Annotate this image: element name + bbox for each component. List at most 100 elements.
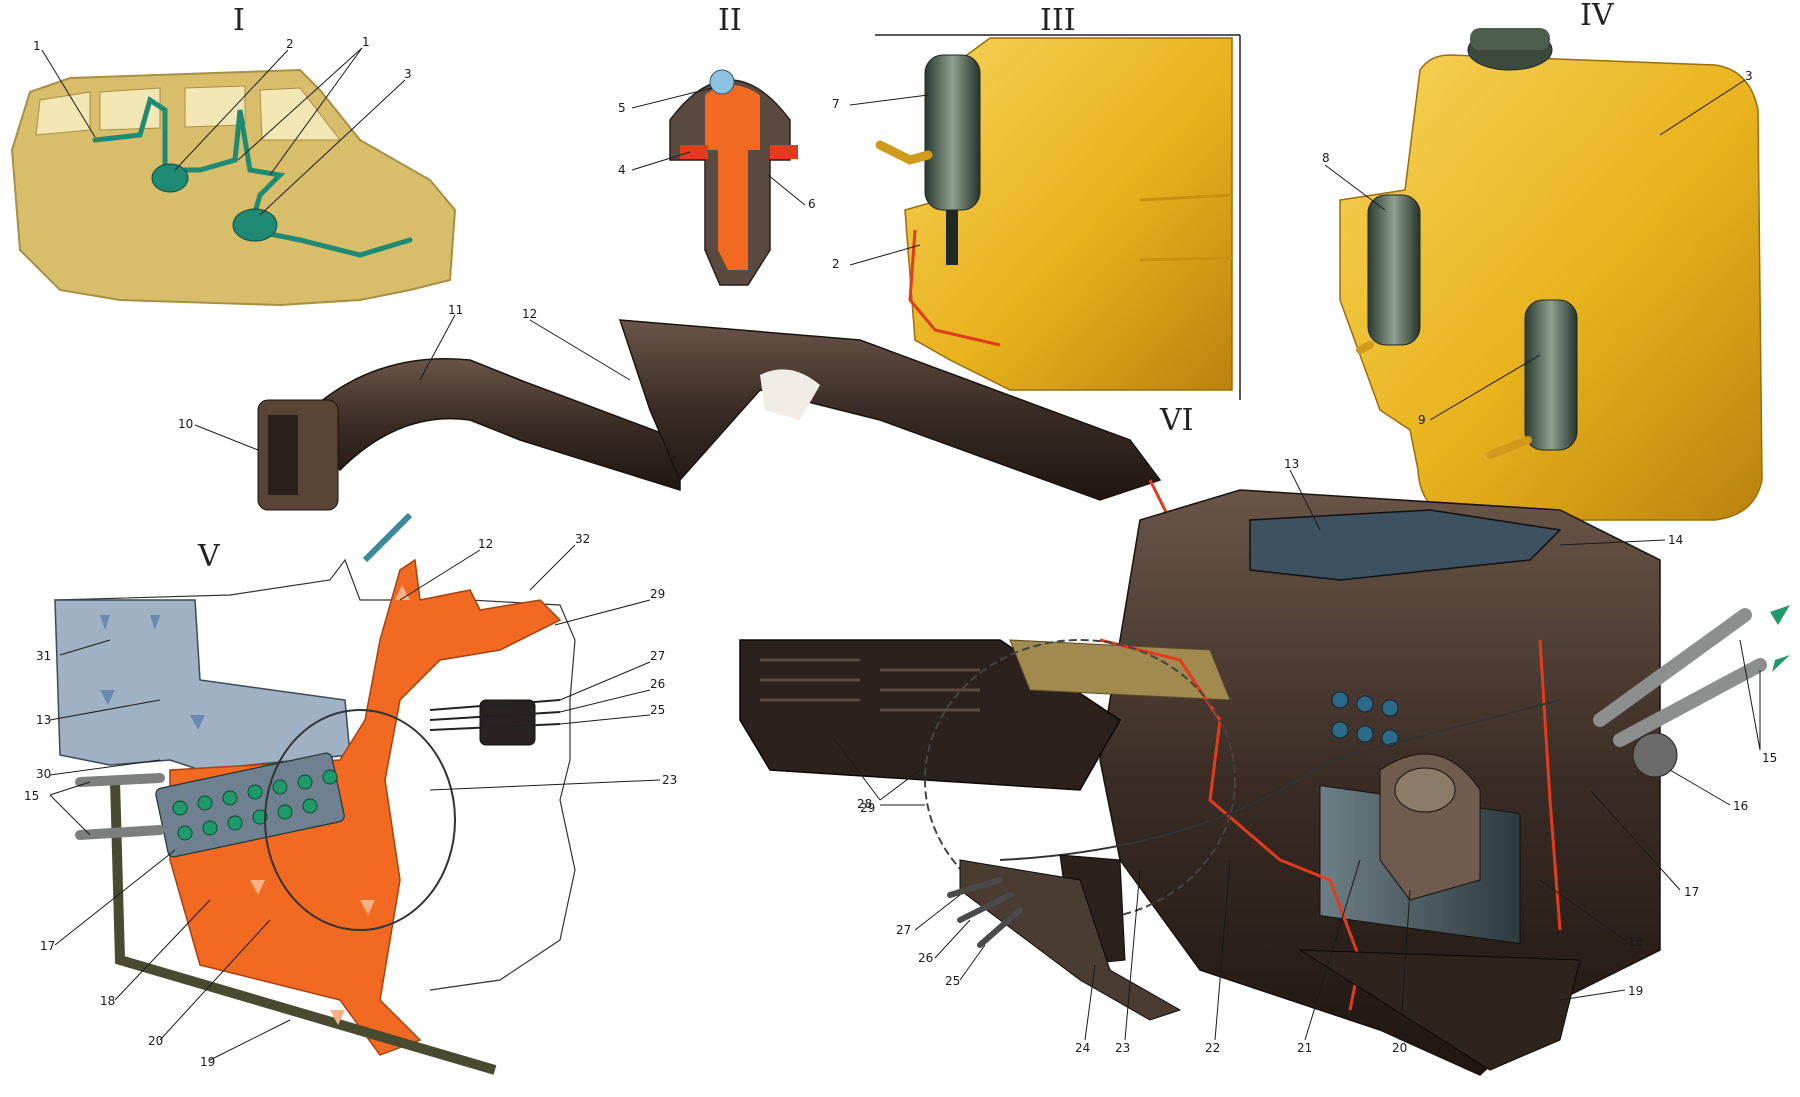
callout-1a: 1 [33,39,41,53]
car-window-mid [99,87,161,131]
nozzle-inner-channel [705,85,760,270]
callout-12a: 12 [522,307,537,321]
callout-13a: 13 [1284,457,1299,471]
control-bracket [959,859,1182,1021]
heater-core-vi-tubes [1331,691,1399,747]
panel-v-heater-schematic: V [24,512,677,1075]
heater-pipes-15 [1593,608,1767,747]
control-cable-vi-2 [999,699,1561,861]
callout-32: 32 [575,532,590,546]
floor-outlet-19 [1298,949,1581,1071]
floor-duct-19 [110,779,497,1075]
callout-17b: 17 [1684,885,1699,899]
washer-pump-iv-right [1524,299,1578,451]
washer-tube-windshield [362,512,413,563]
heater-housing-top [1249,509,1562,581]
air-flow-arrows-blue [100,615,205,730]
callout-25a: 25 [650,703,665,717]
callout-30: 30 [36,767,51,781]
washer-nozzle-icon [709,69,735,95]
callout-16: 16 [1733,799,1748,813]
callout-7: 7 [832,97,840,111]
callout-18a: 18 [100,994,115,1008]
callout-2a: 2 [286,37,294,51]
callout-17a: 17 [40,939,55,953]
callout-20b: 20 [1392,1041,1407,1055]
panel-label-iv: IV [1580,0,1615,33]
panel-iii-reservoir-pump: III 7 2 [832,3,1241,400]
callout-27a: 27 [650,649,665,663]
callout-26a: 26 [650,677,665,691]
callout-29b: 29 [860,801,875,815]
housing-red-outline [1099,638,1562,1011]
panel-label-ii: II [718,3,742,38]
washer-tube-path [92,96,413,258]
callout-31: 31 [36,649,51,663]
panel-label-i: I [233,3,245,38]
callout-23b: 23 [1115,1041,1130,1055]
duct-outlet-10-grille [268,415,298,495]
air-intake-grey [54,599,351,771]
side-duct-11 [298,358,681,492]
washer-pump-icon [151,163,189,193]
panel-iv-reservoir-two-pumps: IV 8 3 9 [1322,0,1763,521]
washer-reservoir-icon [232,208,278,242]
callout-13b: 13 [36,713,51,727]
control-lever-block [479,699,536,746]
callout-10: 10 [178,417,193,431]
callout-27b: 27 [896,923,911,937]
duct-connector-yellow [1009,639,1231,701]
callout-19a: 19 [200,1055,215,1069]
panel-ii-nozzle-section: II 5 4 6 [618,3,816,286]
nozzle-flange-left [680,145,708,159]
callout-15a: 15 [24,789,39,803]
callout-3a: 3 [404,67,412,81]
callout-24: 24 [1075,1041,1090,1055]
reservoir-edge-line [1139,193,1233,202]
callout-9: 9 [1418,413,1426,427]
control-levers-vi [947,877,1023,948]
callout-2b: 2 [832,257,840,271]
callout-25b: 25 [945,974,960,988]
central-duct-12 [618,319,1162,501]
panel-i-car-body: I 1 2 1 3 [10,3,457,307]
reservoir-cap-top [1470,28,1550,50]
callout-12b: 12 [478,537,493,551]
callout-21: 21 [1297,1041,1312,1055]
duct-opening [760,369,820,420]
front-vent-grille [760,658,980,712]
callout-14: 14 [1668,533,1683,547]
panel-label-iii: III [1040,3,1076,38]
coolant-tap-16 [1632,732,1678,778]
heater-core-tubes [172,769,338,841]
callout-6: 6 [808,197,816,211]
panel-label-v: V [197,539,221,574]
callout-8: 8 [1322,151,1330,165]
callout-22: 22 [1205,1041,1220,1055]
callout-28: 28 [857,797,872,811]
control-cable-loop [264,709,456,931]
body-outline-v [54,558,576,991]
pump-outlet-iii [946,210,958,265]
reservoir-edge-line-2 [1139,256,1233,262]
fan-hub [1394,767,1456,813]
callout-1b: 1 [362,35,370,49]
callout-26b: 26 [918,951,933,965]
pump-outlet-iv-left [1356,341,1374,354]
control-rods-v [429,699,561,731]
heater-pipe-15b [75,825,165,840]
callout-15b: 15 [1762,751,1777,765]
callout-18b: 18 [1628,935,1643,949]
callout-29a: 29 [650,587,665,601]
callout-4: 4 [618,163,626,177]
callout-23a: 23 [662,773,677,787]
coolant-arrow-out [1770,605,1790,625]
heater-pipe-15a [75,773,165,787]
panel-label-vi: VI [1159,403,1194,438]
callout-11: 11 [448,303,463,317]
nozzle-flange-right [770,145,798,159]
pump-inlet-tube [875,140,933,165]
heater-core-v [155,752,345,858]
panel-vi-heater-unit: VI [739,403,1790,1076]
reservoir-body-iv [1339,54,1763,521]
